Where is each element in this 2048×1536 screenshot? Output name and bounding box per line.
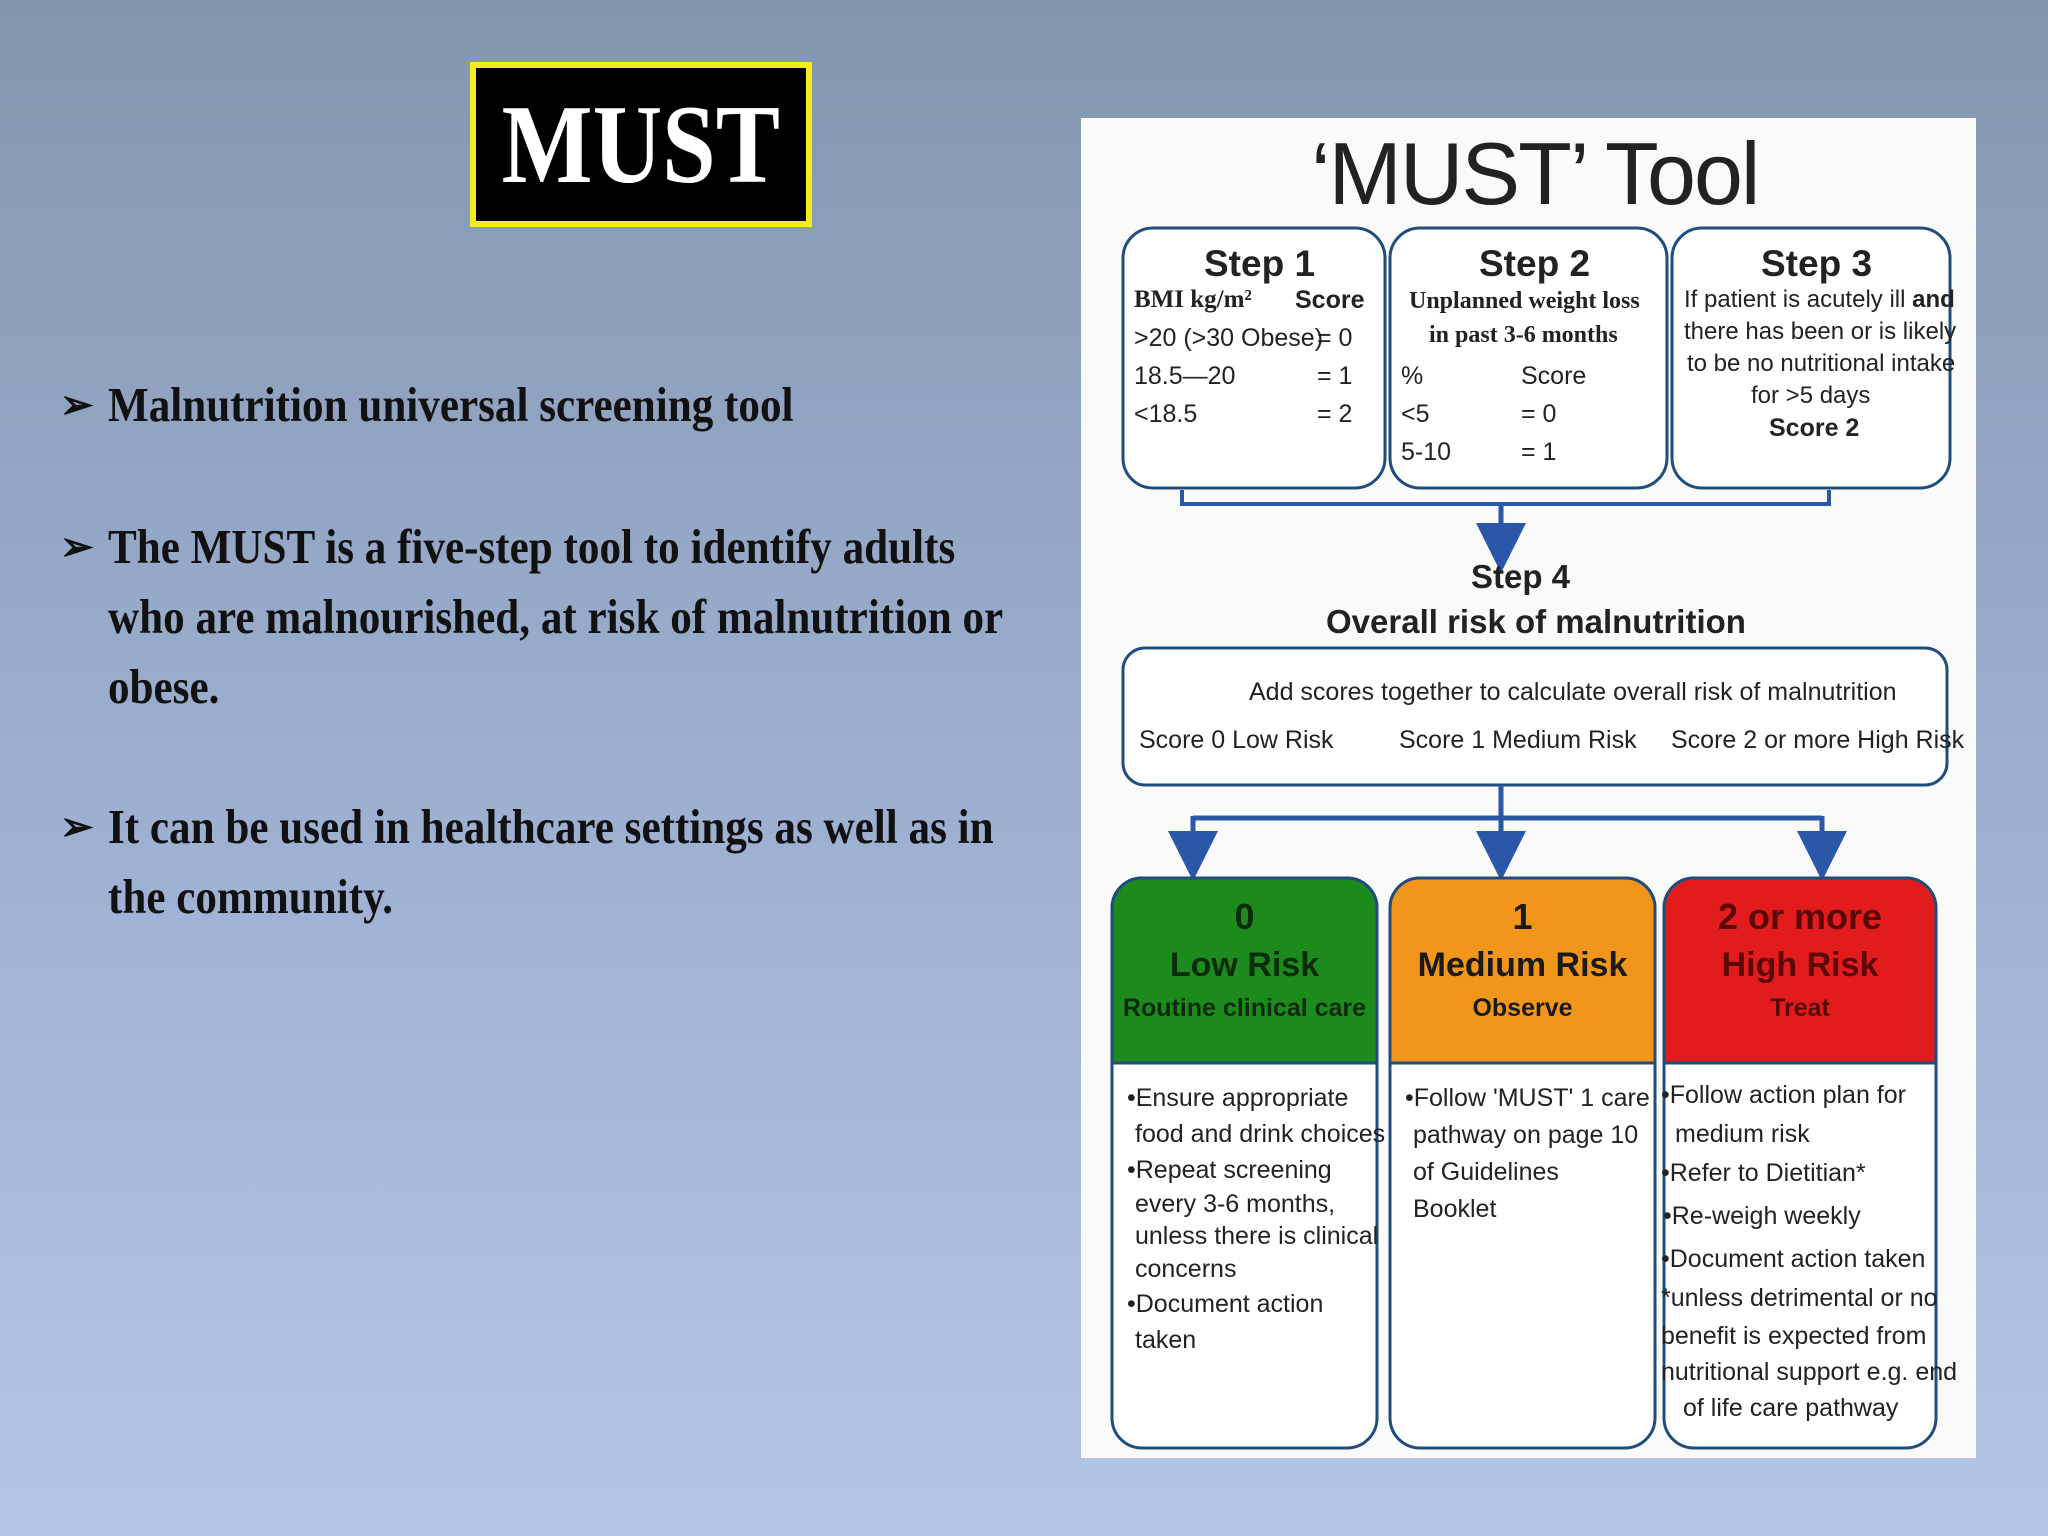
arrow-bullet-icon: ➢ bbox=[60, 804, 94, 849]
step3-title: Step 3 bbox=[1761, 243, 1873, 284]
step1-col-score: Score bbox=[1295, 286, 1365, 314]
list-item: medium risk bbox=[1675, 1120, 1810, 1148]
outcome-high-box bbox=[1662, 876, 1938, 1450]
list-item: Booklet bbox=[1413, 1195, 1497, 1223]
list-item: every 3-6 months, bbox=[1135, 1190, 1336, 1218]
list-item: benefit is expected from bbox=[1661, 1322, 1927, 1350]
list-item: •Document action taken bbox=[1661, 1245, 1926, 1273]
outcome-action: Observe bbox=[1472, 994, 1573, 1022]
step4-subtitle: Overall risk of malnutrition bbox=[1326, 603, 1746, 640]
outcome-risk: Medium Risk bbox=[1417, 946, 1628, 984]
list-item: pathway on page 10 bbox=[1413, 1121, 1639, 1149]
arrow-bullet-icon: ➢ bbox=[60, 382, 94, 427]
step4-instruction: Add scores together to calculate overall… bbox=[1249, 678, 1897, 706]
step1-col-label: BMI kg/m² bbox=[1134, 286, 1252, 313]
step1-row-score: = 0 bbox=[1317, 324, 1353, 352]
steps-connector bbox=[1180, 490, 1831, 506]
step1-row-score: = 2 bbox=[1317, 400, 1353, 428]
step1-row-label: 18.5—20 bbox=[1134, 362, 1236, 390]
list-item: *unless detrimental or no bbox=[1661, 1284, 1938, 1312]
step1-row-score: = 1 bbox=[1317, 362, 1353, 390]
risk-low-label: Score 0 Low Risk bbox=[1139, 726, 1334, 754]
list-item: unless there is clinical bbox=[1135, 1222, 1379, 1250]
bullet-text: It can be used in healthcare settings as… bbox=[108, 799, 994, 924]
bullet-text: The MUST is a five-step tool to identify… bbox=[108, 519, 1003, 714]
outcome-risk: High Risk bbox=[1721, 946, 1879, 984]
list-item: concerns bbox=[1135, 1255, 1237, 1283]
slide-title-box: MUST bbox=[470, 62, 812, 227]
step1-title: Step 1 bbox=[1204, 243, 1316, 284]
step1-row-label: <18.5 bbox=[1134, 400, 1198, 428]
step2-row-label: 5-10 bbox=[1401, 438, 1452, 466]
outcome-score: 1 bbox=[1512, 896, 1533, 937]
outcome-action: Routine clinical care bbox=[1122, 994, 1367, 1022]
list-item: •Ensure appropriate bbox=[1127, 1084, 1349, 1112]
step2-box bbox=[1388, 226, 1669, 490]
risk-medium-label: Score 1 Medium Risk bbox=[1399, 726, 1637, 754]
step3-text: If patient is acutely ill and bbox=[1684, 286, 1955, 313]
step2-row-label: <5 bbox=[1401, 400, 1430, 428]
outcome-score: 0 bbox=[1234, 896, 1255, 937]
risk-high-label: Score 2 or more High Risk bbox=[1671, 726, 1965, 754]
list-item: •Follow 'MUST' 1 care bbox=[1405, 1084, 1650, 1112]
list-item: •Re-weigh weekly bbox=[1663, 1202, 1861, 1230]
step3-text: there has been or is likely bbox=[1684, 318, 1957, 345]
list-item: •Document action bbox=[1127, 1290, 1324, 1318]
step2-row-score: = 0 bbox=[1521, 400, 1557, 428]
list-item: nutritional support e.g. end bbox=[1661, 1358, 1958, 1386]
outcome-list-medium: •Follow 'MUST' 1 care pathway on page 10… bbox=[1405, 1080, 1650, 1228]
outcome-risk: Low Risk bbox=[1169, 946, 1320, 984]
step2-subtitle: in past 3-6 months bbox=[1429, 322, 1618, 348]
list-item: •Refer to Dietitian* bbox=[1661, 1159, 1866, 1187]
tool-title: ‘MUST’ Tool bbox=[1311, 124, 1760, 223]
bullet-item: ➢ The MUST is a five-step tool to identi… bbox=[60, 512, 1020, 722]
bullet-item: ➢ Malnutrition universal screening tool bbox=[60, 370, 1020, 440]
outcome-list-low: •Ensure appropriate food and drink choic… bbox=[1127, 1080, 1385, 1358]
outcome-low-box bbox=[1110, 876, 1379, 1450]
bullet-item: ➢ It can be used in healthcare settings … bbox=[60, 792, 1020, 932]
outcome-action: Treat bbox=[1770, 994, 1830, 1022]
outcome-list-high: •Follow action plan for medium risk •Ref… bbox=[1661, 1076, 1957, 1426]
step4-box bbox=[1121, 646, 1949, 787]
step2-title: Step 2 bbox=[1479, 243, 1591, 284]
step3-box bbox=[1670, 226, 1952, 490]
list-item: of life care pathway bbox=[1683, 1394, 1899, 1422]
step4-title: Step 4 bbox=[1471, 558, 1571, 595]
arrow-bullet-icon: ➢ bbox=[60, 524, 94, 569]
outcome-medium-box bbox=[1388, 876, 1657, 1450]
list-item: taken bbox=[1135, 1326, 1197, 1354]
bullet-text: Malnutrition universal screening tool bbox=[108, 377, 794, 432]
slide-title: MUST bbox=[501, 82, 781, 207]
list-item: •Repeat screening bbox=[1127, 1156, 1332, 1184]
list-item: food and drink choices bbox=[1135, 1120, 1386, 1148]
list-item: of Guidelines bbox=[1413, 1158, 1559, 1186]
step3-score: Score 2 bbox=[1769, 414, 1860, 442]
outcome-score: 2 or more bbox=[1717, 896, 1883, 937]
step3-text: for >5 days bbox=[1751, 382, 1871, 409]
step1-row-label: >20 (>30 Obese) bbox=[1134, 324, 1324, 352]
list-item: •Follow action plan for bbox=[1661, 1081, 1906, 1109]
step2-col-label: % bbox=[1401, 362, 1424, 390]
step3-text: to be no nutritional intake bbox=[1687, 350, 1956, 377]
step2-col-score: Score bbox=[1521, 362, 1587, 390]
diagram-shapes bbox=[1110, 226, 1952, 1450]
step2-row-score: = 1 bbox=[1521, 438, 1557, 466]
step2-subtitle: Unplanned weight loss bbox=[1409, 288, 1640, 314]
must-tool-diagram: ‘MUST’ Tool Step 1 BMI kg/m² Score >20 (… bbox=[1081, 118, 1976, 1458]
step1-box bbox=[1121, 226, 1387, 490]
